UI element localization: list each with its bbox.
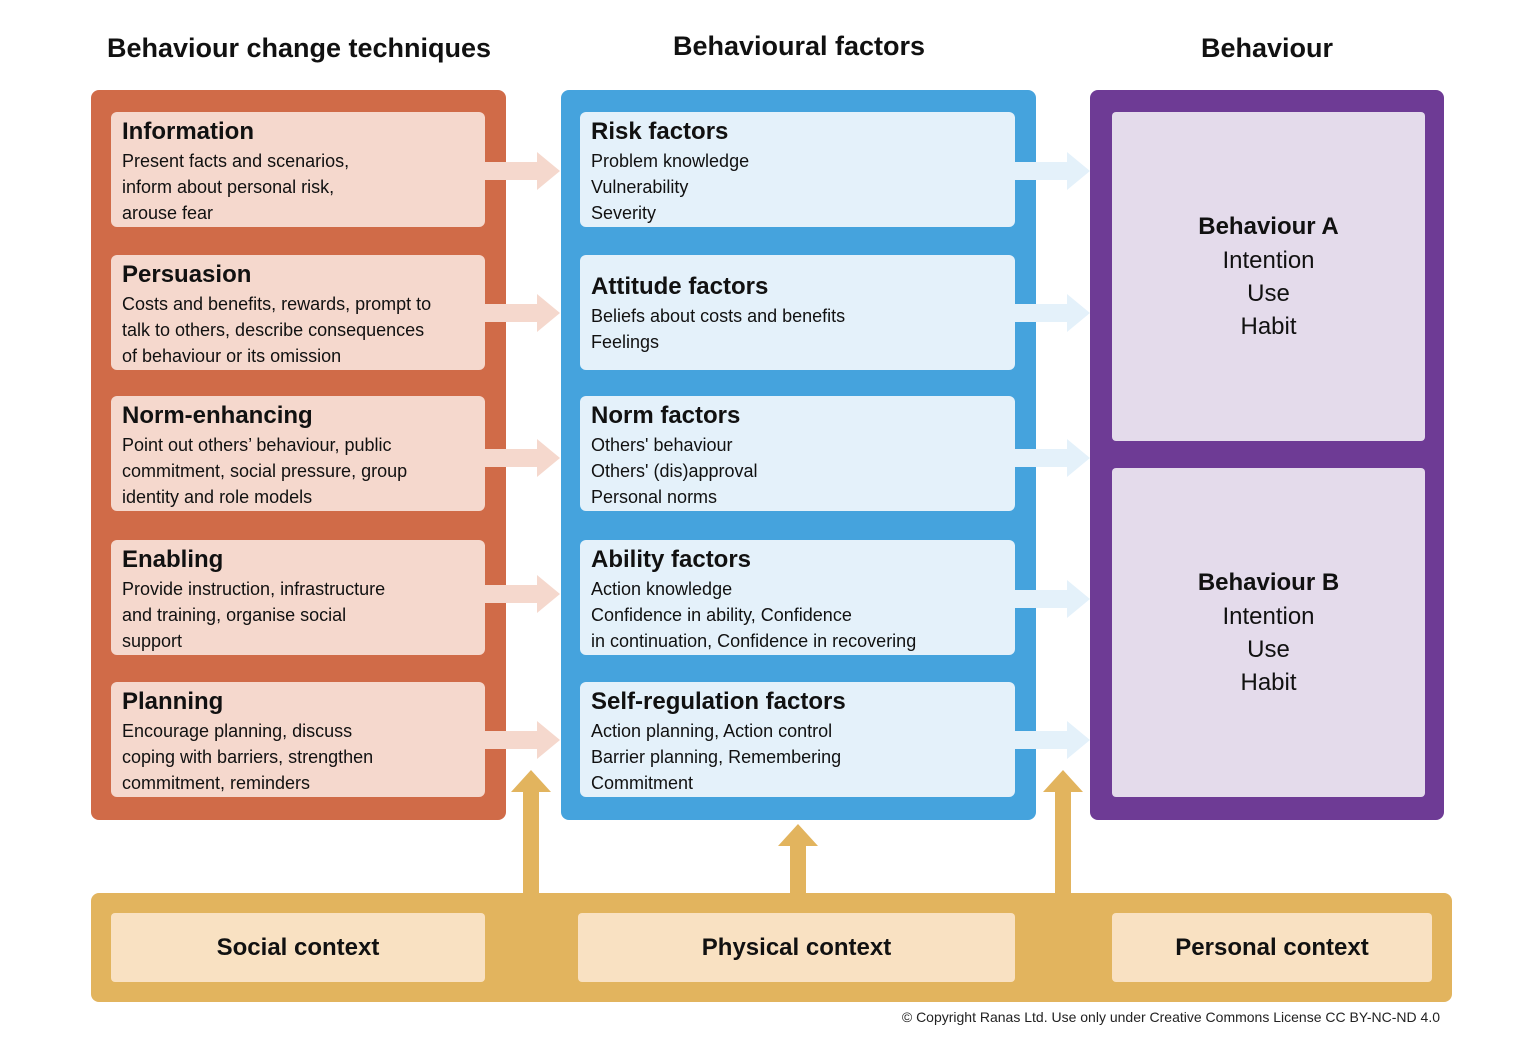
behaviour-line: Habit [1240,669,1297,696]
arrow-right-icon [1015,580,1090,618]
technique-description: Provide instruction, infrastructure and … [122,579,386,651]
factor-card-risk: Risk factors Problem knowledge Vulnerabi… [580,112,1015,227]
technique-description: Present facts and scenarios, inform abou… [122,151,350,223]
arrow-right-icon [485,721,560,759]
factor-title: Self-regulation factors [591,688,846,715]
technique-title: Information [122,118,254,145]
factor-title: Attitude factors [591,273,769,300]
techniques-column-title: Behaviour change techniques [106,33,492,63]
technique-description: Encourage planning, discuss coping with … [122,721,374,793]
arrow-right-icon [485,575,560,613]
context-card-physical: Physical context [578,913,1015,982]
factor-description: Action knowledge Confidence in ability, … [591,579,917,651]
technique-card-norm-enhancing: Norm-enhancing Point out others’ behavio… [111,396,485,511]
technique-title: Enabling [122,546,224,573]
behaviour-line: Use [1247,280,1290,307]
technique-card-planning: Planning Encourage planning, discuss cop… [111,682,485,797]
arrow-up-icon [1043,770,1083,893]
context-card-social: Social context [111,913,485,982]
behaviour-title: Behaviour B [1197,569,1340,596]
technique-title: Persuasion [122,261,252,288]
arrow-up-icon [778,824,818,893]
behaviour-line: Habit [1240,313,1297,340]
arrow-right-icon [485,152,560,190]
technique-title: Norm-enhancing [122,402,313,429]
factor-title: Ability factors [591,546,752,573]
arrow-right-icon [485,294,560,332]
behaviour-card-a: Behaviour A Intention Use Habit [1112,112,1425,441]
behaviour-line: Use [1247,636,1290,663]
arrow-right-icon [1015,439,1090,477]
technique-description: Point out others’ behaviour, public comm… [122,435,408,507]
factor-card-norm: Norm factors Others' behaviour Others' (… [580,396,1015,511]
behaviour-card-b: Behaviour B Intention Use Habit [1112,468,1425,797]
factor-title: Norm factors [591,402,741,429]
factor-card-ability: Ability factors Action knowledge Confide… [580,540,1015,655]
technique-card-information: Information Present facts and scenarios,… [111,112,485,227]
factor-card-self-regulation: Self-regulation factors Action planning,… [580,682,1015,797]
arrow-right-icon [485,439,560,477]
factor-description: Problem knowledge Vulnerability Severity [591,151,750,223]
arrow-right-icon [1015,152,1090,190]
arrow-up-icon [511,770,551,893]
factor-title: Risk factors [591,118,729,145]
behaviour-line: Intention [1222,603,1315,630]
factor-description: Action planning, Action control Barrier … [591,721,842,793]
factor-description: Others' behaviour Others' (dis)approval … [591,435,758,507]
technique-card-persuasion: Persuasion Costs and benefits, rewards, … [111,255,485,370]
behaviour-column-title: Behaviour [1200,33,1334,63]
technique-description: Costs and benefits, rewards, prompt to t… [122,294,432,366]
technique-card-enabling: Enabling Provide instruction, infrastruc… [111,540,485,655]
behaviour-title: Behaviour A [1198,213,1339,240]
behaviour-line: Intention [1222,247,1315,274]
arrow-right-icon [1015,721,1090,759]
copyright-notice: © Copyright Ranas Ltd. Use only under Cr… [901,1009,1440,1025]
arrow-right-icon [1015,294,1090,332]
technique-title: Planning [122,688,224,715]
factors-column-title: Behavioural factors [672,31,926,61]
factor-description: Beliefs about costs and benefits Feeling… [591,306,846,352]
factor-card-attitude: Attitude factors Beliefs about costs and… [580,255,1015,370]
context-card-personal: Personal context [1112,913,1432,982]
